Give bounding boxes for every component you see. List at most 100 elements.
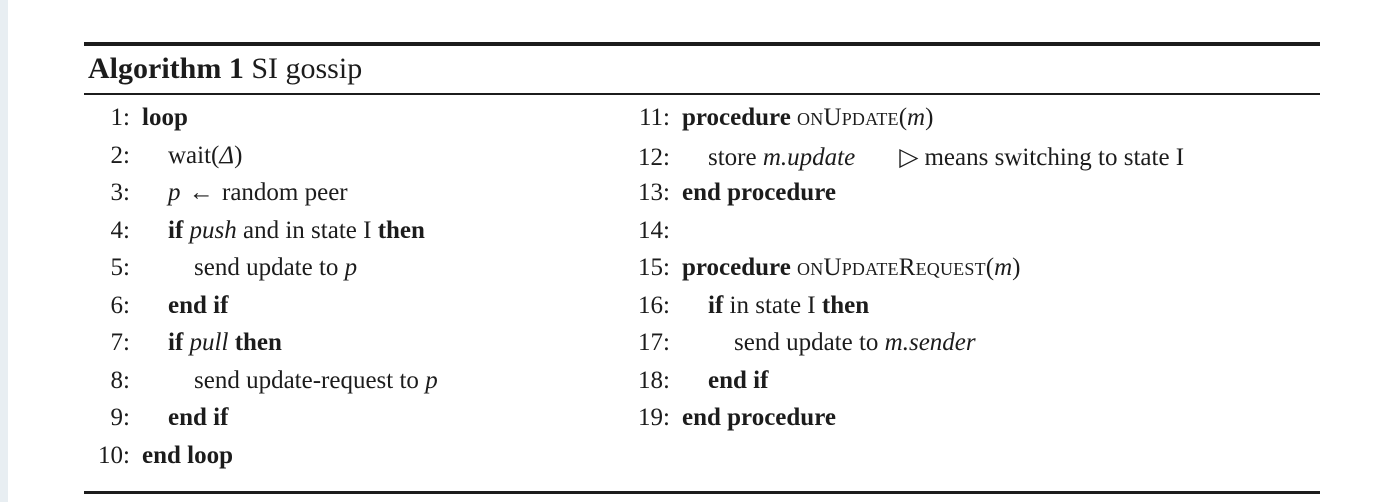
line-code: end if <box>142 292 624 320</box>
line-number: 10: <box>98 441 130 469</box>
line-number: 18: <box>638 366 670 394</box>
keyword: then <box>234 329 282 356</box>
algorithm-column-left: 1: loop 2: wait(Δ) 3: p ← random peer 4:if pus… <box>84 104 624 479</box>
code-text: and in state I <box>236 216 378 244</box>
code-text: store <box>708 143 763 171</box>
algorithm-title: Algorithm 1 SI gossip <box>84 46 1320 93</box>
keyword: end loop <box>142 441 234 469</box>
algorithm-label: Algorithm 1 <box>88 52 244 85</box>
keyword: end procedure <box>682 179 836 206</box>
line-number: 5: <box>110 254 130 281</box>
line-code: send update to p <box>142 254 624 282</box>
code-text: random peer <box>222 179 348 206</box>
algorithm-line: 7: if pull then <box>84 329 624 367</box>
line-number: 14: <box>638 216 670 244</box>
keyword: then <box>821 291 870 319</box>
line-number: 6: <box>110 291 130 319</box>
algorithm-line: 13: end procedure <box>624 179 1320 217</box>
code-text: ) <box>1012 254 1021 281</box>
code-text: in state I <box>723 291 822 319</box>
algorithm-line: 5: send update to p <box>84 254 624 292</box>
line-code: end procedure <box>682 404 1320 432</box>
line-code: wait(Δ) <box>142 142 624 170</box>
variable: pull <box>189 329 229 356</box>
keyword: if <box>708 291 724 319</box>
algorithm-line: 16: if in state I then <box>624 292 1320 330</box>
line-code: end if <box>142 404 624 432</box>
code-text: wait( <box>168 141 220 169</box>
line-code: if pull then <box>142 329 624 357</box>
page-edge-strip <box>0 0 8 502</box>
comment-marker-icon: ▷ <box>899 143 919 171</box>
algorithm-line: 4:if push and in state I then <box>84 217 624 255</box>
algorithm-line: 3: p ← random peer <box>84 179 624 217</box>
variable: p <box>168 179 181 206</box>
algorithm-body: 1: loop 2: wait(Δ) 3: p ← random peer 4:if pus… <box>84 95 1320 491</box>
line-code: procedure onUpdateRequest(m) <box>682 254 1320 282</box>
line-number: 17: <box>638 329 670 356</box>
keyword: end if <box>708 366 769 394</box>
code-text: send update-request to <box>194 366 426 394</box>
algorithm-title-rule <box>84 93 1320 95</box>
algorithm-line: 10: end loop <box>84 442 624 480</box>
algorithm-line: 8: send update-request to p <box>84 367 624 405</box>
line-code: procedure onUpdate(m) <box>682 104 1320 132</box>
procedure-name: onUpdateRequest <box>797 254 986 281</box>
code-text: ( <box>985 254 995 281</box>
line-number: 8: <box>110 366 130 394</box>
algorithm-line: 9: end if <box>84 404 624 442</box>
algorithm-line: 15: procedure onUpdateRequest(m) <box>624 254 1320 292</box>
keyword: procedure <box>682 254 791 281</box>
line-number: 15: <box>638 254 670 281</box>
algorithm-line: 18: end if <box>624 367 1320 405</box>
variable: m.update <box>762 143 856 171</box>
line-number: 19: <box>638 404 670 431</box>
variable: p <box>344 254 358 281</box>
line-code: end if <box>682 367 1320 395</box>
line-number: 12: <box>638 143 670 171</box>
code-text: ) <box>234 141 243 169</box>
line-number: 3: <box>110 179 130 206</box>
line-number: 16: <box>638 291 670 319</box>
line-number: 7: <box>110 329 130 356</box>
line-number: 9: <box>110 404 130 431</box>
line-number: 2: <box>110 141 130 169</box>
line-number: 13: <box>638 179 670 206</box>
keyword: loop <box>142 104 188 131</box>
algorithm-line: 17: send update to m.sender <box>624 329 1320 367</box>
variable: m <box>907 104 926 131</box>
algorithm-line: 12: store m.update ▷means switching to sta… <box>624 142 1320 180</box>
code-text: ( <box>898 104 908 131</box>
keyword: procedure <box>682 104 791 131</box>
algorithm-line: 6: end if <box>84 292 624 330</box>
line-code: store m.update ▷means switching to state … <box>682 142 1320 172</box>
variable: Δ <box>219 141 235 169</box>
keyword: then <box>377 216 425 244</box>
keyword: end if <box>168 404 229 431</box>
algorithm-line: 1: loop <box>84 104 624 142</box>
variable: m.sender <box>884 329 976 356</box>
algorithm-bottom-rule <box>84 491 1320 494</box>
variable: push <box>189 216 237 244</box>
line-number: 11: <box>638 104 670 131</box>
line-code: send update-request to p <box>142 367 624 395</box>
line-code: end loop <box>142 442 624 470</box>
algorithm-line: 14: <box>624 217 1320 255</box>
code-text: send update to <box>194 254 345 281</box>
line-code: if in state I then <box>682 292 1320 320</box>
keyword: if <box>168 216 184 244</box>
assignment-arrow-icon: ← <box>182 179 220 206</box>
code-text: send update to <box>734 329 885 356</box>
line-number: 1: <box>110 104 130 131</box>
line-code: send update to m.sender <box>682 329 1320 357</box>
algorithm-name: SI gossip <box>251 52 363 85</box>
procedure-name: onUpdate <box>797 104 899 131</box>
code-text: means switching to state I <box>924 143 1185 171</box>
line-code: end procedure <box>682 179 1320 207</box>
algorithm-line: 2: wait(Δ) <box>84 142 624 180</box>
algorithm-line: 11: procedure onUpdate(m) <box>624 104 1320 142</box>
line-code: p ← random peer <box>142 179 624 207</box>
code-text: ) <box>925 104 934 131</box>
algorithm-column-right: 11:procedure onUpdate(m)12:store m.updat… <box>624 104 1320 442</box>
algorithm-top-rule <box>84 42 1320 46</box>
